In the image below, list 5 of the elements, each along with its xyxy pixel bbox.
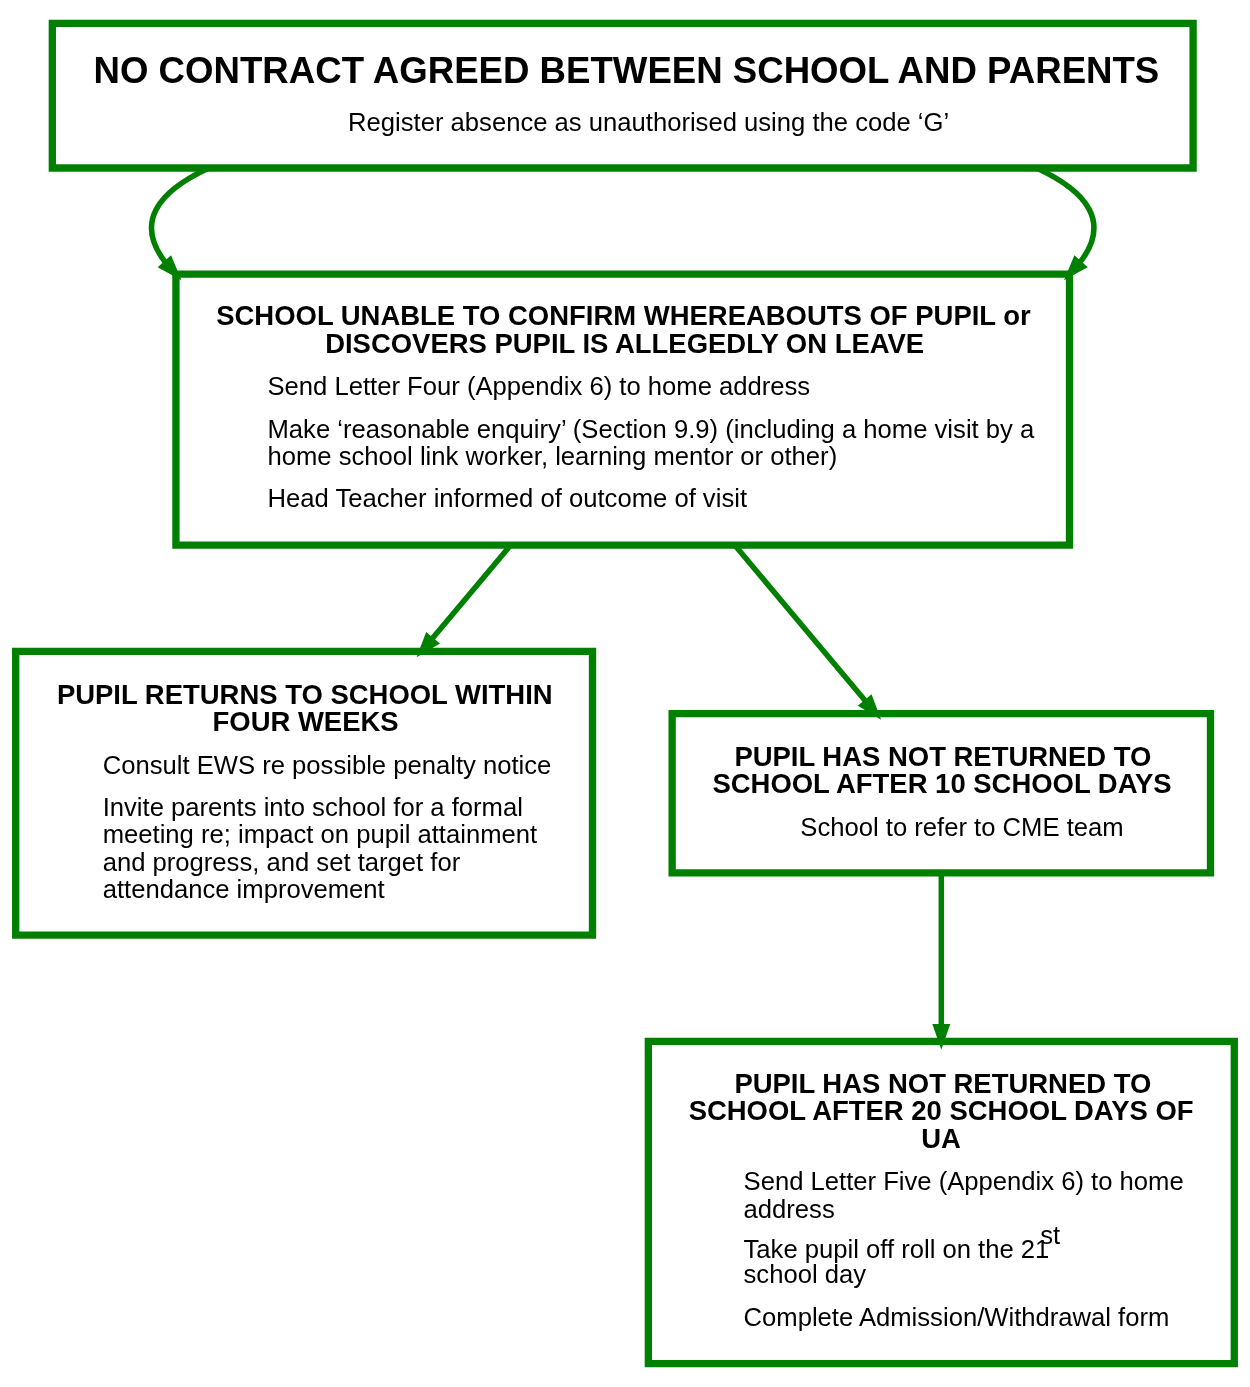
node-box: PUPIL HAS NOT RETURNED TO SCHOOL AFTER 10 SCHOOL DAYS School to refer to CME team [668, 710, 1215, 877]
node-box: PUPIL RETURNS TO SCHOOL WITHIN FOUR WEEKS Consult EWS re possible penalty notice Invite parents into school for a formal meeting re; impact on pupil attainment and progress, and set target for attendance improvement [12, 647, 597, 939]
arrow [932, 873, 951, 1050]
node-box: SCHOOL UNABLE TO CONFIRM WHEREABOUTS OF PUPIL or DISCOVERS PUPIL IS ALLEGEDLY ON LEAVE Send Letter Four (Appendix 6) to home address Make ‘reasonable enquiry’ (Section 9.9) (including a home visit by a home school link worker, learning mentor or other) Head Teacher informed of outcome of visit [172, 270, 1074, 549]
node-box: NO CONTRACT AGREED BETWEEN SCHOOL AND PARENTS Register absence as unauthorised using the code ‘G’ [48, 19, 1197, 172]
